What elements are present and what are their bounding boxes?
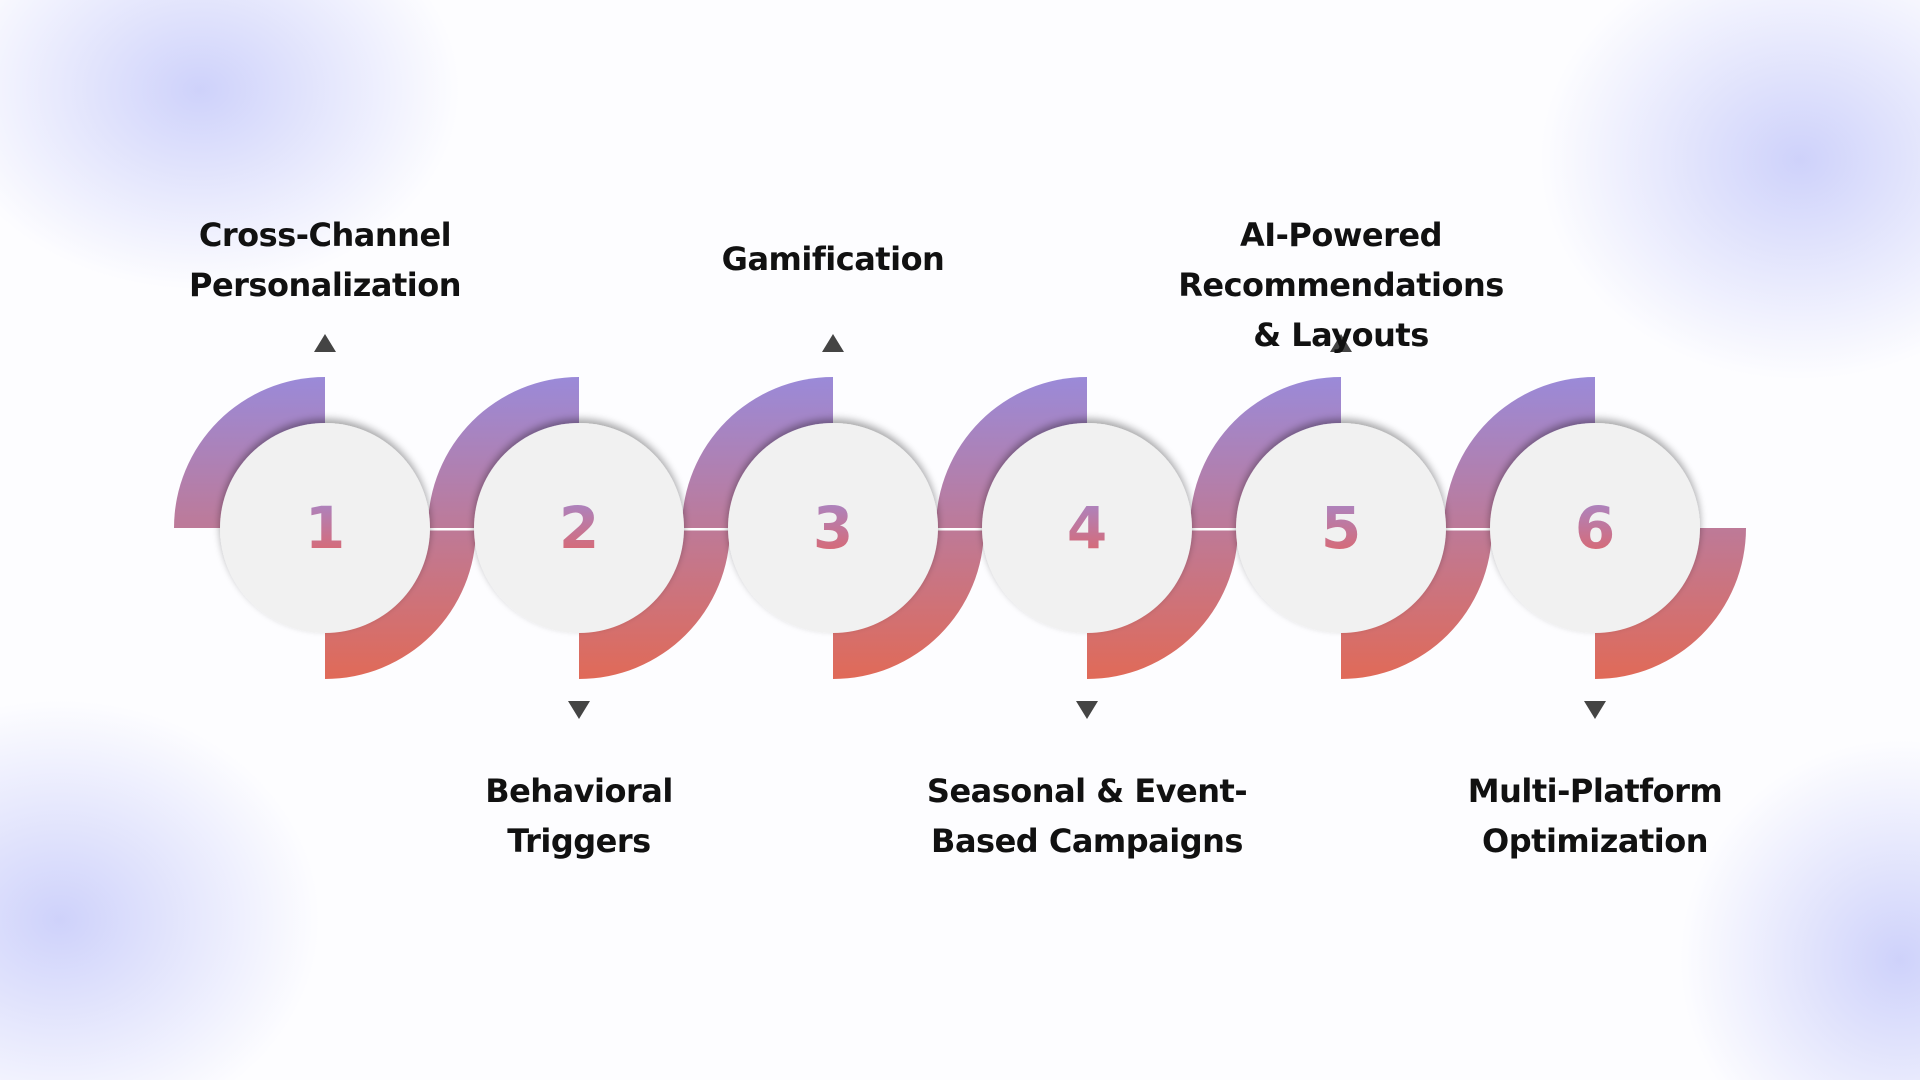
step-circle: [220, 423, 430, 633]
step-number: 2: [559, 494, 599, 562]
step-label: AI-Powered Recommendations & Layouts: [1081, 210, 1601, 360]
step-label-line: Cross-Channel: [198, 216, 452, 254]
step-circle: [728, 423, 938, 633]
step-number: 4: [1067, 494, 1107, 562]
step-4: 4: [982, 423, 1192, 719]
step-label-line: Personalization: [188, 266, 462, 304]
step-label-line: Seasonal & Event-: [926, 772, 1248, 810]
step-label-line: Based Campaigns: [931, 822, 1243, 860]
arrow-up-icon: [822, 334, 844, 352]
step-label-line: AI-Powered Recommendations: [1178, 216, 1504, 304]
step-circle: [1236, 423, 1446, 633]
step-circle: [474, 423, 684, 633]
step-label-line: Optimization: [1482, 822, 1708, 860]
step-circle: [1490, 423, 1700, 633]
arrow-down-icon: [568, 701, 590, 719]
arrow-up-icon: [1330, 334, 1352, 352]
step-label-line: & Layouts: [1253, 316, 1429, 354]
step-circle: [982, 423, 1192, 633]
step-number: 1: [305, 494, 345, 562]
step-1: 1: [220, 334, 430, 633]
step-label-line: Triggers: [507, 822, 651, 860]
step-label-line: Multi-Platform: [1467, 772, 1723, 810]
step-6: 6: [1490, 423, 1700, 719]
step-label-line: Behavioral: [485, 772, 673, 810]
step-number: 6: [1575, 494, 1615, 562]
arrow-down-icon: [1076, 701, 1098, 719]
step-number: 3: [813, 494, 853, 562]
step-number: 5: [1321, 494, 1361, 562]
step-2: 2: [474, 423, 684, 719]
step-5: 5: [1236, 334, 1446, 633]
step-label-line: Gamification: [721, 240, 945, 278]
arrow-down-icon: [1584, 701, 1606, 719]
step-label: Seasonal & Event- Based Campaigns: [827, 766, 1347, 866]
arrow-up-icon: [314, 334, 336, 352]
step-label: Gamification: [573, 234, 1093, 284]
step-3: 3: [728, 334, 938, 633]
